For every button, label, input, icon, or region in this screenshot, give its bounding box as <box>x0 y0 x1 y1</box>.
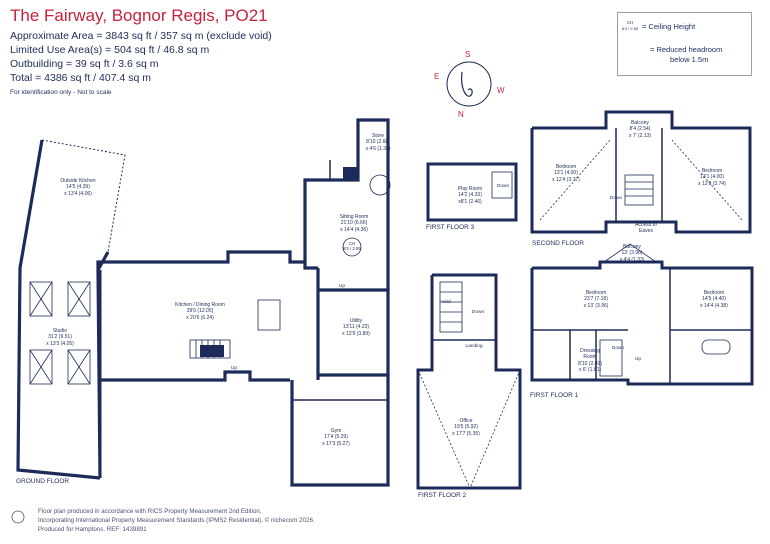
label-down-play: Down <box>496 184 510 189</box>
label-up-ff1: Up <box>634 357 642 362</box>
page-title: The Fairway, Bognor Regis, PO21 <box>10 6 268 25</box>
legend-ch-symbol-top: CH <box>626 20 634 25</box>
floor-label-first-3: FIRST FLOOR 3 <box>426 224 475 231</box>
floor-label-ground: GROUND FLOOR <box>16 478 70 485</box>
footer-line-2: Incorporating International Property Mea… <box>38 517 315 524</box>
gym-wall <box>290 375 390 487</box>
compass-west: W <box>497 86 505 95</box>
legend-ceiling-height: = Ceiling Height <box>642 22 696 31</box>
label-landing: Landing <box>465 344 483 349</box>
label-up-utility: Up <box>338 284 346 289</box>
label-down-ff1: Down <box>611 346 625 351</box>
footer-line-1: Floor plan produced in accordance with R… <box>38 508 262 515</box>
first-floor-2-wall <box>416 273 522 490</box>
second-floor-wall <box>530 110 752 234</box>
legend-reduced-headroom-2: below 1.5m <box>670 55 709 64</box>
label-down-sf: Down <box>609 196 623 201</box>
label-down-ff2: Down <box>471 310 485 315</box>
first-floor-1-wall <box>530 260 754 386</box>
area-line-total: Total = 4386 sq ft / 407.4 sq m <box>10 72 151 84</box>
studio-wall <box>16 139 101 480</box>
kitchen-wall <box>96 250 318 270</box>
identification-note: For identification only - Not to scale <box>10 89 112 96</box>
compass-south: S <box>465 50 471 59</box>
area-line-outbuilding: Outbuilding = 39 sq ft / 3.6 sq m <box>10 58 159 70</box>
area-line-limited: Limited Use Area(s) = 504 sq ft / 46.8 s… <box>10 44 210 56</box>
label-up-kitchen: Up <box>230 366 238 371</box>
label-void: Void <box>441 300 451 305</box>
floor-label-first-2: FIRST FLOOR 2 <box>418 492 467 499</box>
area-line-approx: Approximate Area = 3843 sq ft / 357 sq m… <box>10 30 272 42</box>
compass-east: E <box>434 72 440 81</box>
compass-north: N <box>458 110 464 119</box>
floor-label-first-1: FIRST FLOOR 1 <box>530 392 579 399</box>
legend-reduced-headroom: = Reduced headroom <box>650 45 723 54</box>
sitting-wall <box>303 118 390 290</box>
footer-line-3: Produced for Hamptons. REF: 1439891 <box>38 526 147 533</box>
legend-box <box>617 12 752 76</box>
floor-label-second: SECOND FLOOR <box>532 240 585 247</box>
legend-ch-symbol-bottom: 8'4 / 2.55 <box>621 26 639 31</box>
first-floor-3-wall <box>426 162 518 222</box>
